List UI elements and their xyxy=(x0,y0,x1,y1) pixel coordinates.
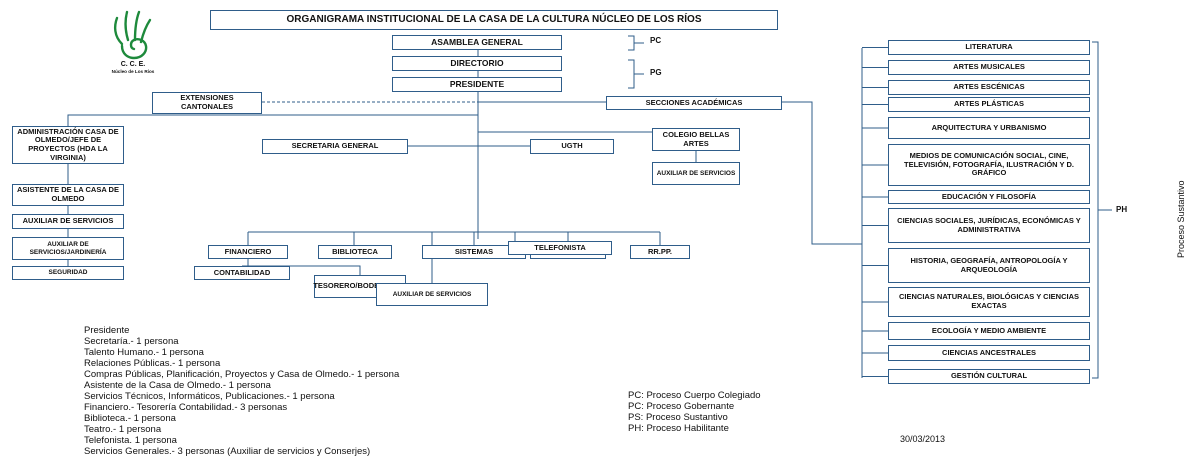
section-item: CIENCIAS NATURALES, BIOLÓGICAS Y CIENCIA… xyxy=(888,287,1090,317)
section-item: ECOLOGÍA Y MEDIO AMBIENTE xyxy=(888,322,1090,340)
section-item: GESTIÓN CULTURAL xyxy=(888,369,1090,384)
node-contabilidad: CONTABILIDAD xyxy=(194,266,290,280)
ph-brace xyxy=(1092,41,1112,379)
pc-brace xyxy=(628,35,644,51)
node-auxiliar-jardineria: AUXILIAR DE SERVICIOS/JARDINERÍA xyxy=(12,237,124,260)
node-asamblea: ASAMBLEA GENERAL xyxy=(392,35,562,50)
dept-drops xyxy=(247,232,661,245)
logo-text: C. C. E. xyxy=(121,61,146,68)
node-bellas-artes: COLEGIO BELLAS ARTES xyxy=(652,128,740,151)
staff-line: Servicios Generales.- 3 personas (Auxili… xyxy=(84,446,371,457)
section-item: LITERATURA xyxy=(888,40,1090,55)
staff-line: Telefonista. 1 persona xyxy=(84,435,177,446)
staff-line: Compras Públicas, Planificación, Proyect… xyxy=(84,369,400,380)
section-item: ARQUITECTURA Y URBANISMO xyxy=(888,117,1090,139)
chart-title: ORGANIGRAMA INSTITUCIONAL DE LA CASA DE … xyxy=(210,10,778,30)
logo-subtitle: Núcleo de Los Ríos xyxy=(112,69,155,74)
staff-line: Teatro.- 1 persona xyxy=(84,424,162,435)
node-administracion: ADMINISTRACIÓN CASA DE OLMEDO/JEFE DE PR… xyxy=(12,126,124,164)
node-auxiliar-central: AUXILIAR DE SERVICIOS xyxy=(376,283,488,306)
code-line: PC: Proceso Gobernante xyxy=(628,401,735,412)
node-auxiliar-bellas: AUXILIAR DE SERVICIOS xyxy=(652,162,740,185)
tag-pc: PC xyxy=(650,36,662,45)
node-seguridad: SEGURIDAD xyxy=(12,266,124,280)
section-item: MEDIOS DE COMUNICACIÓN SOCIAL, CINE, TEL… xyxy=(888,144,1090,186)
code-line: PS: Proceso Sustantivo xyxy=(628,412,728,423)
tag-ph: PH xyxy=(1116,205,1128,214)
code-line: PC: Proceso Cuerpo Colegiado xyxy=(628,390,761,401)
node-extensiones: EXTENSIONES CANTONALES xyxy=(152,92,262,114)
node-ugth: UGTH xyxy=(530,139,614,154)
section-item: ARTES MUSICALES xyxy=(888,60,1090,75)
staff-line: Financiero.- Tesorería Contabilidad.- 3 … xyxy=(84,402,288,413)
node-asistente: ASISTENTE DE LA CASA DE OLMEDO xyxy=(12,184,124,206)
staff-line: Talento Humano.- 1 persona xyxy=(84,347,204,358)
node-directorio: DIRECTORIO xyxy=(392,56,562,71)
node-auxiliar-servicios: AUXILIAR DE SERVICIOS xyxy=(12,214,124,229)
section-item: CIENCIAS SOCIALES, JURÍDICAS, ECONÓMICAS… xyxy=(888,208,1090,243)
node-sistemas: SISTEMAS xyxy=(422,245,526,259)
section-item: CIENCIAS ANCESTRALES xyxy=(888,345,1090,361)
node-secretaria: SECRETARIA GENERAL xyxy=(262,139,408,154)
node-financiero: FINANCIERO xyxy=(208,245,288,259)
cce-logo: C. C. E. Núcleo de Los Ríos xyxy=(112,10,155,74)
admin-link xyxy=(67,114,478,126)
node-presidente: PRESIDENTE xyxy=(392,77,562,92)
node-telefonista: TELEFONISTA xyxy=(508,241,612,255)
section-item: ARTES PLÁSTICAS xyxy=(888,97,1090,112)
staff-line: Relaciones Públicas.- 1 persona xyxy=(84,358,221,369)
node-biblioteca: BIBLIOTECA xyxy=(318,245,392,259)
staff-line: Secretaría.- 1 persona xyxy=(84,336,179,347)
section-item: EDUCACIÓN Y FILOSOFÍA xyxy=(888,190,1090,204)
staff-line: Asistente de la Casa de Olmedo.- 1 perso… xyxy=(84,380,271,391)
date-label: 30/03/2013 xyxy=(900,434,946,444)
staff-line: Biblioteca.- 1 persona xyxy=(84,413,176,424)
node-secciones: SECCIONES ACADÉMICAS xyxy=(606,96,782,110)
node-rrpp: RR.PP. xyxy=(630,245,690,259)
pg-brace xyxy=(628,59,644,89)
tag-pg: PG xyxy=(650,68,662,77)
section-item: HISTORIA, GEOGRAFÍA, ANTROPOLOGÍA Y ARQU… xyxy=(888,248,1090,283)
code-line: PH: Proceso Habilitante xyxy=(628,423,729,434)
staff-line: Servicios Técnicos, Informáticos, Public… xyxy=(84,391,335,402)
staff-line: Presidente xyxy=(84,325,130,336)
sections-spine-link xyxy=(782,101,862,245)
section-item: ARTES ESCÉNICAS xyxy=(888,80,1090,95)
side-label: Proceso Sustantivo xyxy=(1176,180,1186,258)
